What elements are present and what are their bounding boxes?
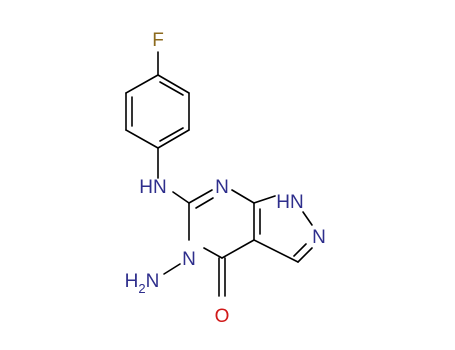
benzene-bond [157, 129, 190, 149]
bond-n5-nh2 [163, 263, 181, 275]
benzene-bond [125, 74, 159, 94]
bond-c6-n7 [188, 189, 213, 204]
bond-c3-c3a [253, 239, 299, 263]
benzene-bond [125, 129, 159, 149]
benzene-bond [157, 74, 190, 94]
carbonyl-o-label: O [215, 306, 230, 327]
pyrazole-nh-label: HN [276, 192, 303, 213]
anilino-nh-label: HN [139, 177, 166, 198]
bond-n7-c7a [231, 189, 255, 204]
pyrazole-n-label: N [312, 227, 326, 248]
atom-labels: F HN N HN N N H2N O [125, 30, 326, 327]
benzene-double-bond [159, 81, 184, 96]
benzene-double-bond [159, 127, 184, 142]
amino-nh2-label: H2N [125, 271, 160, 296]
bond-n2-c3-double [293, 243, 307, 257]
bond-c3a-c4 [221, 239, 255, 259]
pyrimidine-n-label: N [215, 177, 229, 198]
amino-n-label: N [182, 249, 196, 270]
bond-c6-n7-double [195, 197, 214, 209]
bond-c4-n5 [203, 247, 223, 259]
bond-n2-c3 [297, 247, 313, 263]
bond-n1-n2 [302, 211, 313, 226]
bond-nh-c6 [172, 191, 190, 204]
bond-lines [125, 51, 313, 297]
fluorine-label: F [152, 30, 164, 51]
bond-c7a-n1 [253, 195, 276, 204]
